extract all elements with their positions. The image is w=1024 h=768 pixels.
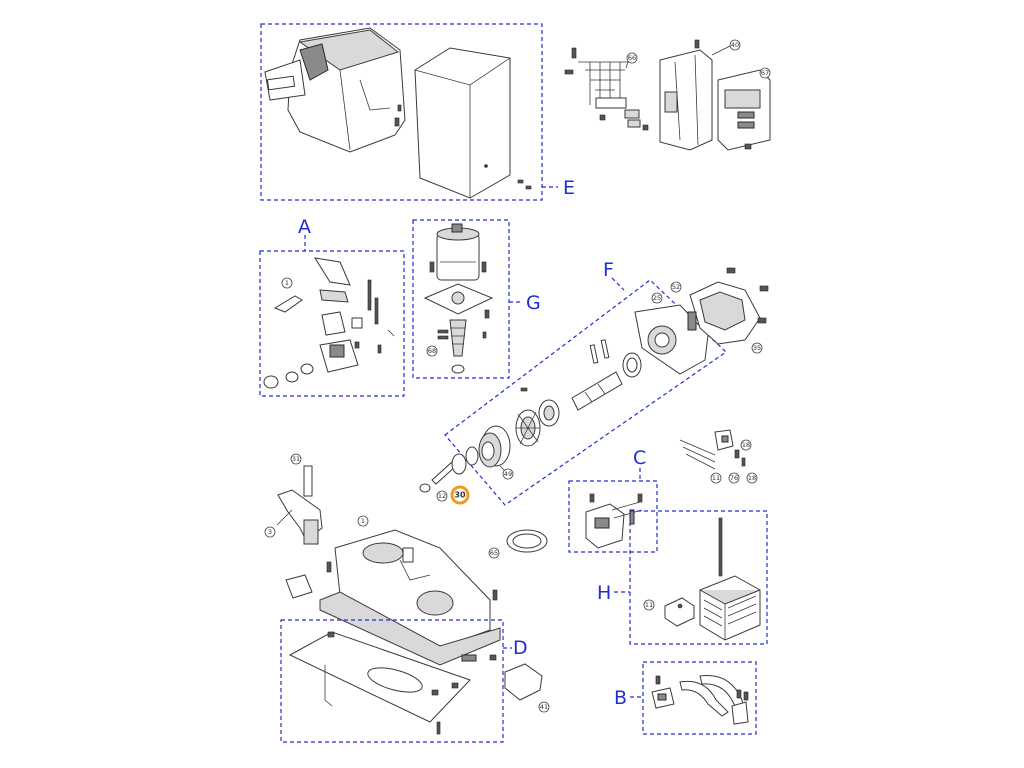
group-g-box [412,219,510,379]
group-b: B [614,661,757,735]
release-lever-3: 31 3 [264,453,323,545]
callout-1a-label: 1 [285,279,289,287]
callout-76 [728,472,740,484]
group-f-box [444,279,727,506]
callout-25-label: 25 [653,294,661,302]
callout-68 [426,345,438,357]
callout-11b-label: 11 [645,601,653,609]
callout-40 [729,39,741,51]
group-c-letter: C [633,447,646,469]
group-f-leader [611,277,625,291]
group-b-box [642,661,757,735]
group-d-box [280,619,504,743]
callout-67 [759,67,771,79]
callout-30-label: 30 [454,491,466,500]
callout-3 [264,526,276,538]
rear-cover [414,47,511,199]
callout-18b [746,472,758,484]
callout-68-label: 68 [428,347,436,355]
callout-30-highlighted[interactable] [450,485,470,505]
group-a-box [259,250,405,397]
callout-11a [710,472,722,484]
callout-25 [651,292,663,304]
callout-35 [751,342,763,354]
group-h-box [629,510,768,645]
callout-40-label: 40 [731,41,739,49]
group-f-letter: F [603,259,614,281]
callout-1b [357,515,369,527]
gearbox-body-1: 1 [285,515,501,666]
callout-11a-label: 11 [712,474,720,482]
callout-66 [626,52,638,64]
control-housing-40: 40 [659,39,741,151]
callout-3-label: 3 [268,528,272,536]
callout-18a [740,439,752,451]
callout-41-label: 41 [540,703,548,711]
group-e-letter: E [563,177,575,199]
group-a-letter: A [298,216,311,238]
callout-76-label: 76 [730,474,738,482]
group-a: A 1 [259,216,405,397]
group-e-box [260,23,543,201]
callout-12 [436,490,448,502]
output-shaft: 12 30 [419,453,470,505]
seal-ring-65: 65 [488,529,548,559]
cover-block-41: 41 [504,663,550,713]
group-d-letter: D [513,637,528,659]
group-d: D [280,619,528,743]
front-cover [264,27,406,153]
callout-31-label: 31 [292,455,300,463]
callout-1b-label: 1 [361,517,365,525]
callout-65 [488,547,500,559]
group-c-box [568,480,658,553]
callout-52 [670,281,682,293]
group-h: H 11 [597,510,768,645]
group-g-letter: G [526,292,541,314]
callout-18a-label: 18 [742,441,750,449]
wiring-bracket-66: 66 [564,47,649,131]
callout-66-label: 66 [628,54,636,62]
group-h-letter: H [597,582,611,604]
end-cap-35: 35 52 25 [651,267,769,354]
callout-11b [643,599,655,611]
callout-12-label: 12 [438,492,446,500]
callout-65-label: 65 [490,549,498,557]
control-board-67: 67 [717,67,771,151]
group-e: E [260,23,575,201]
callout-49 [502,468,514,480]
callout-52-label: 52 [672,283,680,291]
callout-31 [290,453,302,465]
callout-49-label: 49 [504,470,512,478]
callout-18b-label: 18 [748,474,756,482]
callout-41 [538,701,550,713]
group-c: C [568,447,658,553]
callout-35-label: 35 [753,344,761,352]
group-g: G 68 [412,219,541,379]
callout-67-label: 67 [761,69,769,77]
callout-1a [281,277,293,289]
limit-switch-parts: 18 11 76 18 [679,429,758,484]
group-b-letter: B [614,687,627,709]
